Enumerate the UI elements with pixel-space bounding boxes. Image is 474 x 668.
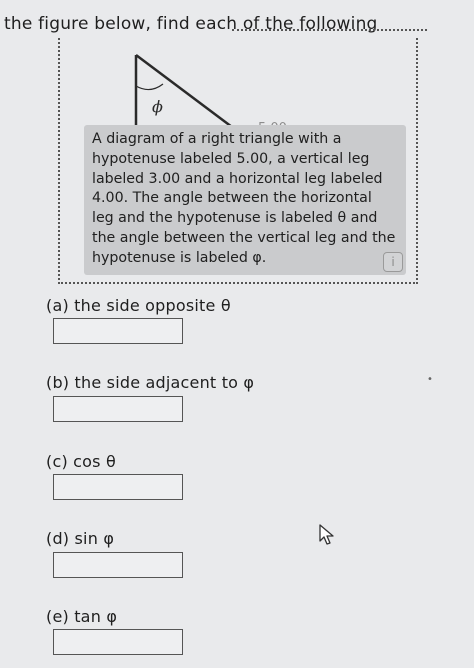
question-b-label: (b) the side adjacent to φ bbox=[46, 373, 255, 392]
hypotenuse bbox=[135, 54, 237, 131]
answer-c-input[interactable] bbox=[53, 474, 183, 500]
question-a-label: (a) the side opposite θ bbox=[46, 296, 231, 315]
figure-frame bbox=[58, 38, 418, 284]
phi-label: ϕ bbox=[152, 97, 163, 116]
mouse-pointer-icon bbox=[319, 524, 334, 545]
header-dotted-rule bbox=[232, 29, 427, 31]
question-c-label: (c) cos θ bbox=[46, 452, 116, 471]
phi-angle-arc bbox=[135, 83, 164, 91]
info-icon[interactable]: i bbox=[383, 252, 403, 272]
answer-e-input[interactable] bbox=[53, 629, 183, 655]
answer-a-input[interactable] bbox=[53, 318, 183, 344]
question-d-label: (d) sin φ bbox=[46, 529, 115, 548]
answer-d-input[interactable] bbox=[53, 552, 183, 578]
figure-alt-text-tooltip: A diagram of a right triangle with a hyp… bbox=[84, 125, 406, 275]
margin-mark: • bbox=[427, 374, 433, 385]
question-e-label: (e) tan φ bbox=[46, 607, 118, 626]
figure-alt-text: A diagram of a right triangle with a hyp… bbox=[92, 131, 396, 266]
answer-b-input[interactable] bbox=[53, 396, 183, 422]
